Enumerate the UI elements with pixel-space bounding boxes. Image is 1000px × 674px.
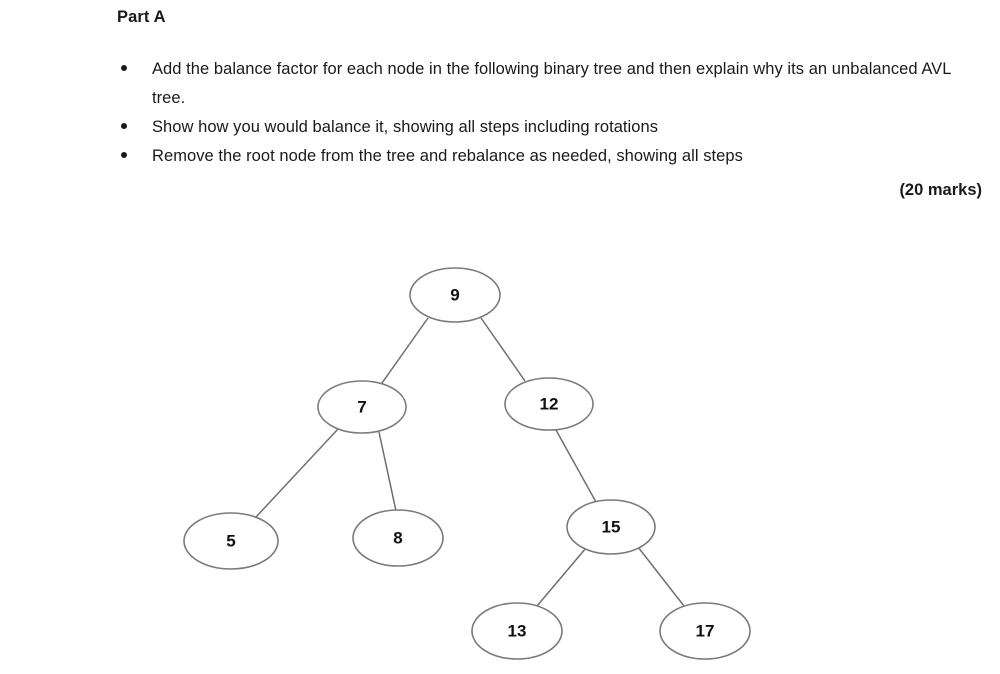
tree-node-9: 9 — [409, 267, 501, 323]
page-title: Part A — [117, 8, 166, 26]
tree-node-17: 17 — [659, 602, 751, 660]
node-label-12: 12 — [540, 394, 559, 413]
tree-edge-n7-n5 — [255, 428, 339, 518]
requirements-list: Add the balance factor for each node in … — [0, 55, 1000, 171]
list-item-label: Add the balance factor for each node in … — [152, 60, 951, 107]
node-ellipse-9 — [409, 267, 501, 323]
node-ellipse-8 — [352, 509, 444, 567]
node-ellipse-15 — [566, 499, 656, 555]
tree-node-5: 5 — [183, 512, 279, 570]
tree-edge-n9-n12 — [480, 317, 526, 382]
list-item: Remove the root node from the tree and r… — [0, 142, 1000, 171]
node-label-7: 7 — [357, 397, 366, 416]
tree-edges — [255, 317, 685, 607]
node-ellipse-7 — [317, 380, 407, 434]
tree-node-7: 7 — [317, 380, 407, 434]
tree-nodes: 9 7 12 5 8 15 13 17 — [183, 267, 751, 660]
list-item-label: Remove the root node from the tree and r… — [152, 147, 743, 165]
tree-edge-n15-n13 — [536, 547, 587, 607]
node-ellipse-12 — [504, 377, 594, 431]
node-ellipse-17 — [659, 602, 751, 660]
tree-node-15: 15 — [566, 499, 656, 555]
node-label-17: 17 — [696, 621, 715, 640]
node-label-8: 8 — [393, 528, 402, 547]
bullet-dot-icon — [121, 152, 127, 158]
tree-node-12: 12 — [504, 377, 594, 431]
tree-edge-n12-n15 — [555, 429, 597, 503]
tree-edge-n7-n8 — [378, 431, 397, 512]
node-label-5: 5 — [226, 531, 235, 550]
bullet-dot-icon — [121, 123, 127, 129]
node-label-15: 15 — [602, 517, 621, 536]
node-ellipse-5 — [183, 512, 279, 570]
node-ellipse-13 — [471, 602, 563, 660]
node-label-9: 9 — [450, 285, 459, 304]
tree-edge-n9-n7 — [381, 317, 429, 384]
list-item-label: Show how you would balance it, showing a… — [152, 118, 659, 136]
tree-edge-n15-n17 — [637, 546, 685, 607]
list-item: Add the balance factor for each node in … — [0, 55, 1000, 113]
bullet-dot-icon — [121, 65, 127, 71]
node-label-13: 13 — [508, 621, 527, 640]
tree-node-13: 13 — [471, 602, 563, 660]
marks-label: (20 marks) — [899, 181, 982, 199]
tree-node-8: 8 — [352, 509, 444, 567]
list-item: Show how you would balance it, showing a… — [0, 113, 1000, 142]
